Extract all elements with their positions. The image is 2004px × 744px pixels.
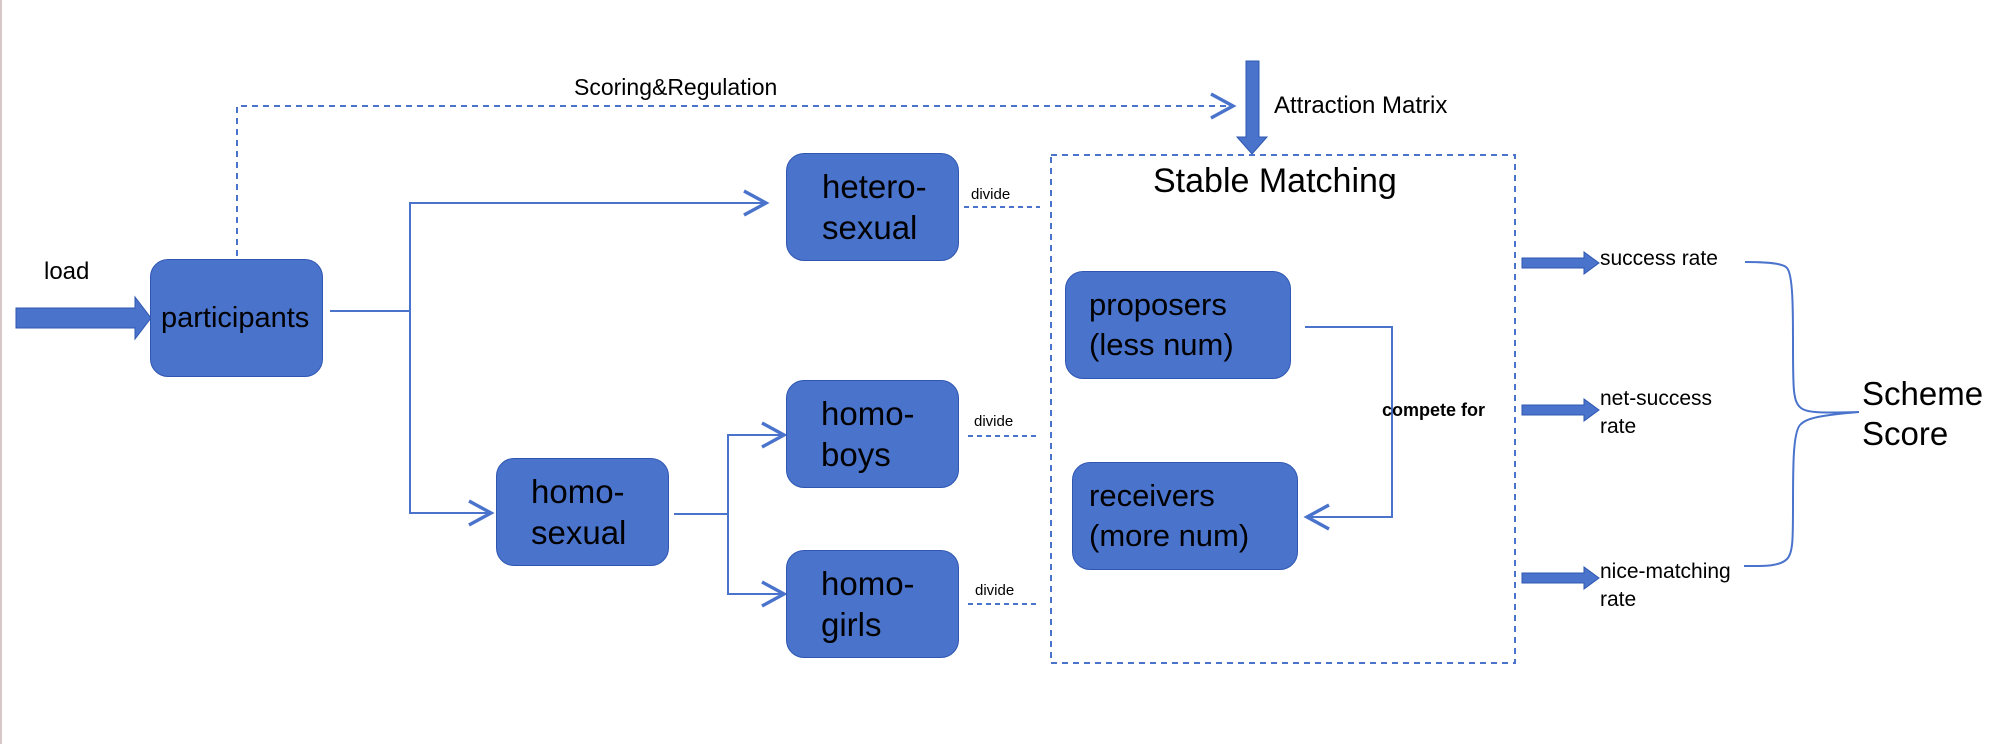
load-arrow bbox=[15, 295, 152, 341]
proposers-box: proposers (less num) bbox=[1065, 271, 1291, 379]
scheme-score-line-1: Scheme bbox=[1862, 375, 1984, 412]
net-success-rate-line-2: rate bbox=[1600, 415, 1637, 438]
to-homo-girls-connector bbox=[727, 514, 788, 608]
scheme-score-line-2: Score bbox=[1862, 415, 1949, 452]
proposers-line-1: proposers bbox=[1089, 287, 1227, 322]
participants-box: participants bbox=[150, 259, 323, 377]
scoring-regulation-label: Scoring&Regulation bbox=[574, 74, 778, 100]
heterosexual-line-2: sexual bbox=[822, 209, 918, 246]
receivers-label-group: receivers (more num) bbox=[1089, 476, 1249, 556]
compete-for-label: compete for bbox=[1382, 400, 1486, 420]
receivers-box: receivers (more num) bbox=[1072, 462, 1298, 570]
divide-label-homo-boys: divide bbox=[974, 413, 1014, 430]
homo-girls-line-2: girls bbox=[821, 606, 882, 643]
heterosexual-box: hetero- sexual bbox=[786, 153, 959, 261]
stable-matching-title: Stable Matching bbox=[1153, 162, 1397, 200]
net-success-rate-arrow bbox=[1521, 398, 1600, 422]
nice-matching-rate-line-2: rate bbox=[1600, 588, 1637, 611]
homo-boys-box: homo- boys bbox=[786, 380, 959, 488]
heterosexual-line-1: hetero- bbox=[822, 168, 927, 205]
proposers-line-2: (less num) bbox=[1089, 327, 1234, 362]
attraction-matrix-arrow bbox=[1235, 60, 1269, 155]
divide-label-heterosexual: divide bbox=[971, 186, 1011, 203]
proposers-label-group: proposers (less num) bbox=[1089, 285, 1234, 365]
left-edge-line bbox=[0, 0, 2, 744]
receivers-line-2: (more num) bbox=[1089, 518, 1250, 553]
nice-matching-rate-line-1: nice-matching bbox=[1600, 560, 1731, 583]
participants-label: participants bbox=[161, 301, 310, 334]
scoring-regulation-dashed-connector bbox=[236, 92, 1237, 256]
to-heterosexual-connector bbox=[409, 189, 770, 311]
scheme-score-brace bbox=[1743, 261, 1860, 568]
divide-label-homo-girls: divide bbox=[975, 582, 1015, 599]
nice-matching-rate-label: nice-matching rate bbox=[1600, 558, 1731, 614]
homo-girls-label-group: homo- girls bbox=[821, 563, 915, 645]
scheme-score-label: Scheme Score bbox=[1862, 374, 1983, 454]
stable-matching-frame bbox=[1050, 154, 1516, 664]
success-rate-line-1: success rate bbox=[1600, 247, 1718, 270]
homosexual-line-1: homo- bbox=[531, 473, 625, 510]
to-homo-boys-connector bbox=[727, 421, 788, 514]
homo-girls-line-1: homo- bbox=[821, 565, 915, 602]
net-success-rate-line-1: net-success bbox=[1600, 387, 1713, 410]
homo-boys-line-1: homo- bbox=[821, 395, 915, 432]
success-rate-arrow bbox=[1521, 251, 1600, 275]
success-rate-label: success rate bbox=[1600, 245, 1718, 273]
heterosexual-label-group: hetero- sexual bbox=[822, 166, 927, 248]
homo-boys-line-2: boys bbox=[821, 436, 891, 473]
receivers-line-1: receivers bbox=[1089, 478, 1215, 513]
to-homosexual-connector bbox=[409, 311, 495, 527]
homosexual-box: homo- sexual bbox=[496, 458, 669, 566]
load-label: load bbox=[44, 258, 90, 285]
compete-for-connector bbox=[1303, 326, 1393, 531]
net-success-rate-label: net-success rate bbox=[1600, 385, 1712, 441]
nice-matching-rate-arrow bbox=[1521, 566, 1600, 590]
homo-girls-box: homo- girls bbox=[786, 550, 959, 658]
homosexual-line-2: sexual bbox=[531, 514, 627, 551]
homosexual-label-group: homo- sexual bbox=[531, 471, 626, 553]
attraction-matrix-label: Attraction Matrix bbox=[1274, 92, 1448, 119]
homo-boys-label-group: homo- boys bbox=[821, 393, 915, 475]
